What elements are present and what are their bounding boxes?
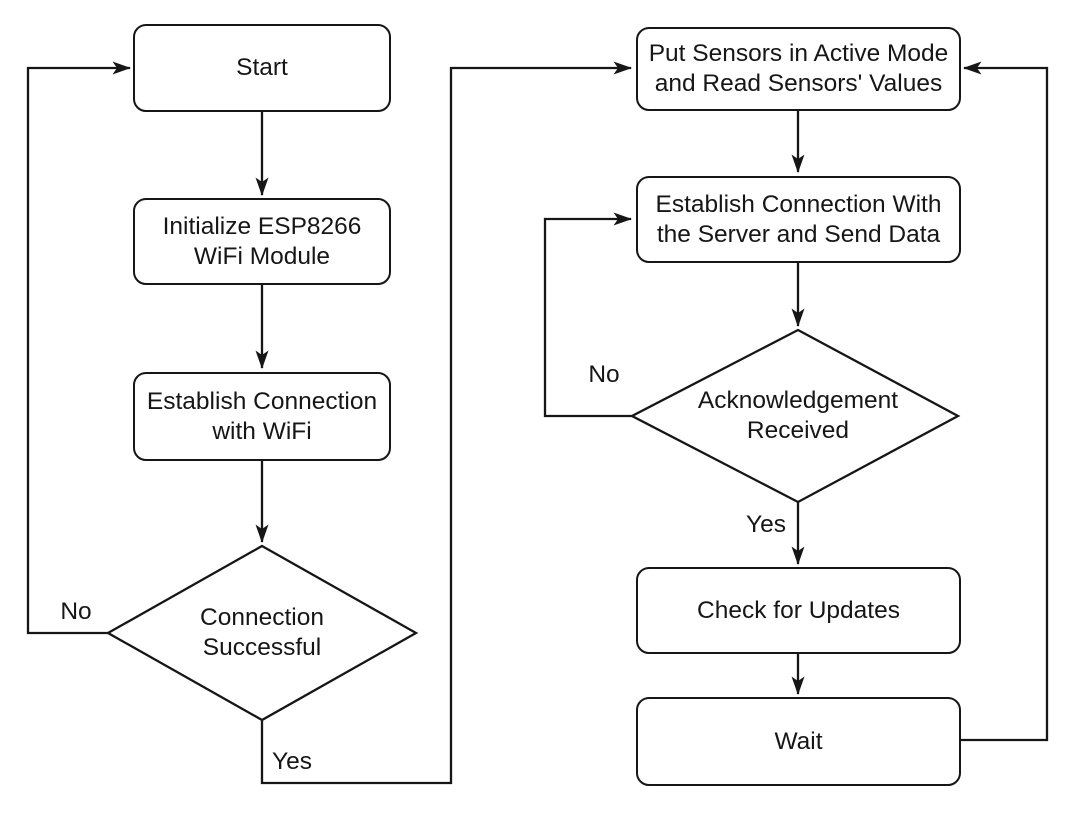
edge-label-connection-no: No <box>60 598 92 625</box>
edge-ack-no-loop <box>543 212 633 418</box>
node-check-for-updates-label: Check for Updates <box>697 596 900 624</box>
node-init-wifi-module: Initialize ESP8266 WiFi Module <box>133 198 391 285</box>
edge-label-connection-yes: Yes <box>272 748 312 775</box>
edge-connection-yes-to-putsensors <box>260 61 632 785</box>
node-start: Start <box>133 24 391 112</box>
decision-connection-successful-shape <box>105 544 419 722</box>
node-put-sensors-active: Put Sensors in Active Mode and Read Sens… <box>636 27 961 111</box>
edge-label-ack-no: No <box>588 361 620 388</box>
node-wait: Wait <box>636 697 961 786</box>
node-establish-server-send-data: Establish Connection With the Server and… <box>636 176 961 263</box>
node-establish-wifi: Establish Connection with WiFi <box>133 372 391 461</box>
node-init-wifi-module-label: Initialize ESP8266 WiFi Module <box>162 212 362 270</box>
decision-ack-received-shape <box>629 328 961 504</box>
node-wait-label: Wait <box>774 727 823 755</box>
decision-connection-successful-label: Connection Successful <box>200 604 324 661</box>
edge-connection-no-loop <box>26 61 131 635</box>
edge-label-ack-yes: Yes <box>746 511 786 538</box>
decision-ack-received-label: Acknowledgement Received <box>697 387 899 444</box>
node-put-sensors-active-label: Put Sensors in Active Mode and Read Sens… <box>648 40 949 97</box>
node-establish-wifi-label: Establish Connection with WiFi <box>146 387 378 445</box>
node-check-for-updates: Check for Updates <box>636 567 961 654</box>
edge-wait-loop-to-putsensors <box>960 61 1049 742</box>
node-establish-server-send-data-label: Establish Connection With the Server and… <box>655 190 942 248</box>
node-start-label: Start <box>236 54 288 81</box>
